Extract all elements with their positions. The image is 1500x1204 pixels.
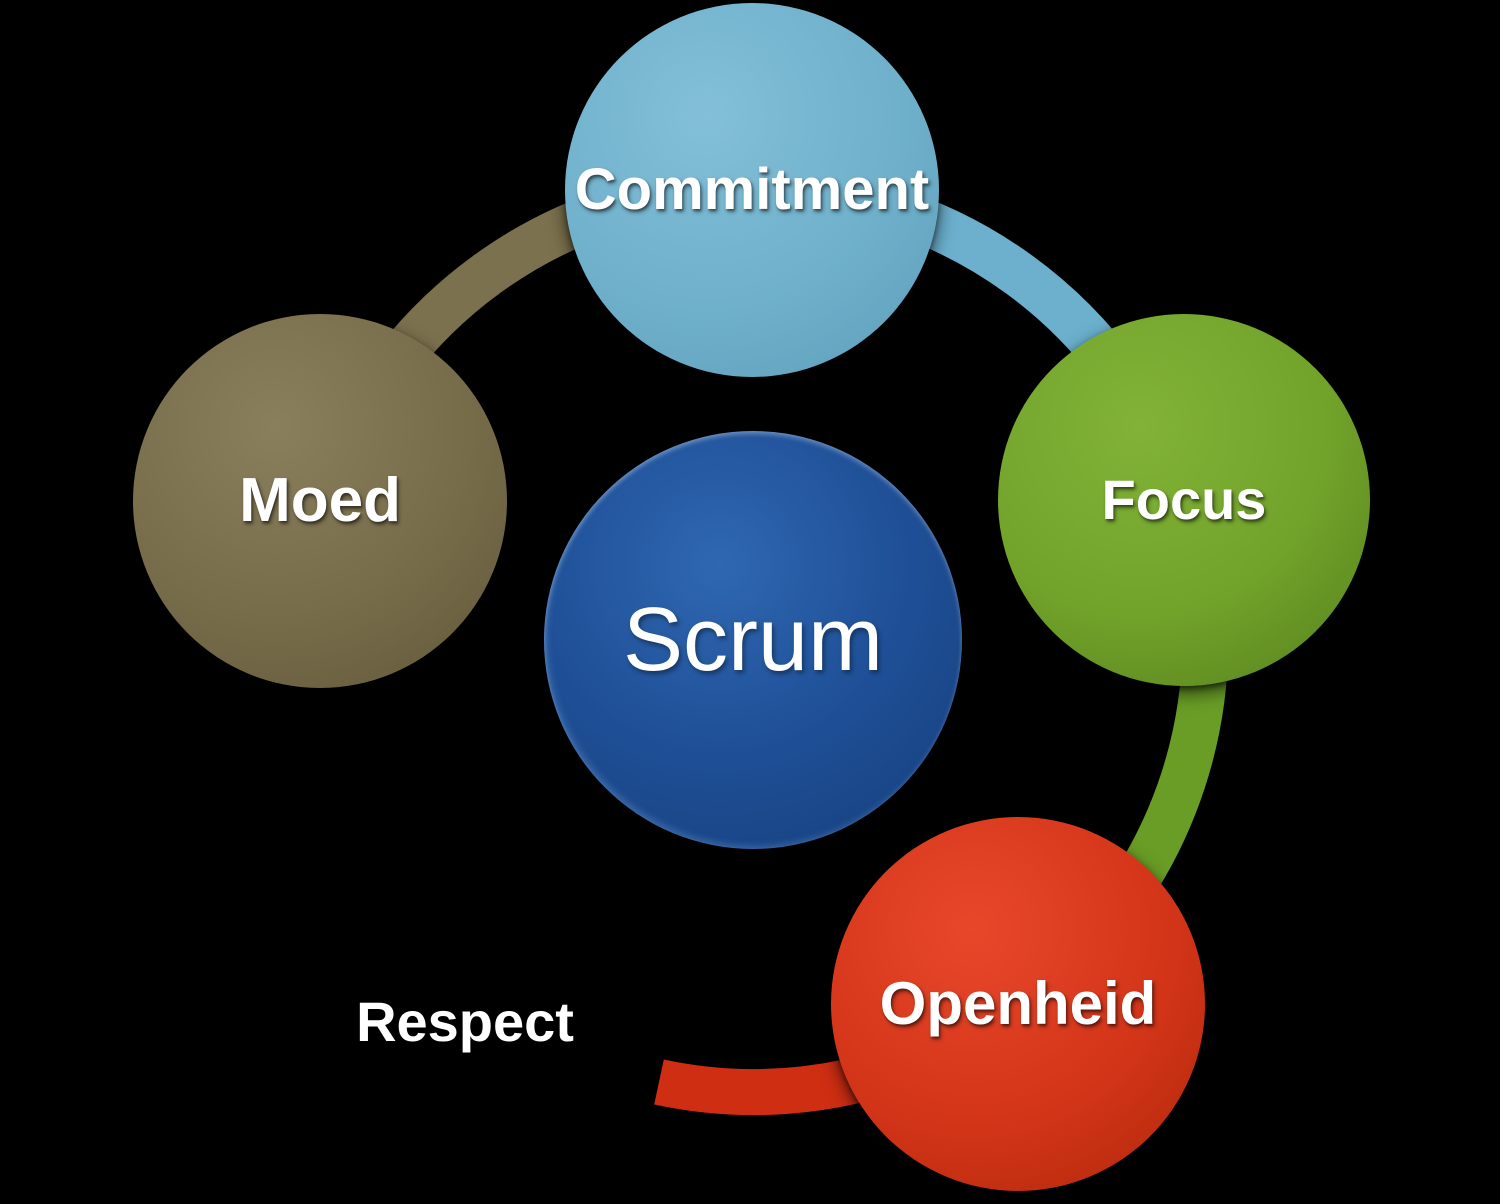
center-node-scrum-label: Scrum: [622, 590, 884, 690]
label-respect: Respect: [356, 990, 574, 1053]
node-commitment-label: Commitment: [574, 157, 930, 222]
node-moed-label: Moed: [239, 466, 401, 535]
node-focus: Focus: [998, 314, 1370, 686]
node-openheid-label: Openheid: [879, 970, 1157, 1037]
node-focus-label: Focus: [1101, 468, 1267, 531]
node-openheid: Openheid: [831, 817, 1205, 1191]
center-node-scrum: Scrum: [544, 431, 962, 849]
node-moed: Moed: [133, 314, 507, 688]
node-commitment: Commitment: [565, 3, 939, 377]
